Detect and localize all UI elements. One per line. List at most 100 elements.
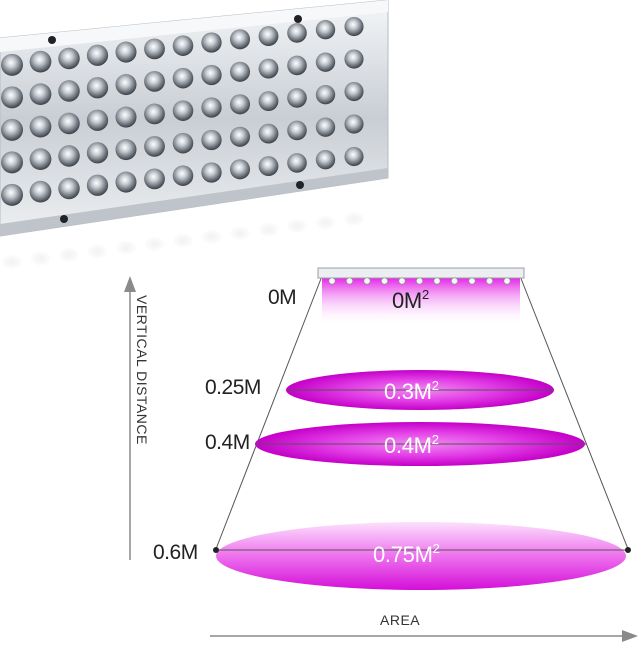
led-fixture-icon <box>317 267 525 285</box>
fixture-led <box>503 277 511 285</box>
led-dot <box>258 156 279 177</box>
led-dot <box>86 44 109 66</box>
led-dot <box>58 177 80 200</box>
led-dot <box>86 142 109 164</box>
led-dot <box>287 55 307 76</box>
led-reflection <box>201 229 222 244</box>
led-dot <box>344 16 364 37</box>
led-dot <box>144 103 165 125</box>
led-dot <box>58 145 80 167</box>
fixture-led <box>328 277 336 285</box>
led-dot <box>86 174 109 196</box>
led-dot <box>315 52 336 72</box>
led-reflection <box>116 240 136 255</box>
led-dot <box>287 23 307 43</box>
led-dot <box>287 88 307 108</box>
led-reflection <box>287 219 307 233</box>
distance-label-0: 0M <box>268 286 297 309</box>
y-axis-title: VERTICAL DISTANCE <box>134 295 150 445</box>
led-dot <box>344 81 364 102</box>
led-reflection <box>173 233 193 248</box>
led-dot <box>115 171 137 193</box>
led-dot <box>86 77 109 99</box>
led-dot <box>86 109 109 131</box>
led-dot <box>58 80 80 102</box>
led-dot <box>315 117 336 137</box>
led-dot <box>344 114 364 134</box>
fixture-led <box>485 277 493 285</box>
x-axis-title: AREA <box>380 612 421 628</box>
led-dot <box>115 74 137 96</box>
led-dot <box>258 123 279 144</box>
fixture-led <box>398 277 406 285</box>
led-dot <box>115 139 137 161</box>
fixture-led <box>468 277 476 285</box>
led-reflection <box>344 211 364 226</box>
led-dot <box>58 112 80 135</box>
led-dot <box>344 49 364 69</box>
led-dot <box>229 29 251 50</box>
led-dot <box>229 94 251 115</box>
led-dot <box>58 47 80 70</box>
coverage-ellipses <box>213 370 631 590</box>
led-dot <box>172 35 194 56</box>
led-dot <box>1 151 23 174</box>
led-dot <box>201 64 222 86</box>
light-cone <box>215 275 629 550</box>
led-dot <box>1 86 23 109</box>
led-dot <box>1 53 23 76</box>
led-dot <box>201 162 222 183</box>
vertical-axis <box>124 276 136 560</box>
led-reflection <box>230 226 250 241</box>
fixture-led <box>433 277 441 285</box>
led-reflection <box>87 244 108 259</box>
led-dot <box>172 67 194 89</box>
led-dot <box>287 120 307 141</box>
led-dot <box>315 150 336 170</box>
fixture-led <box>363 277 371 285</box>
led-dot <box>144 135 165 157</box>
led-reflection <box>30 251 51 266</box>
fixture-led <box>380 277 388 285</box>
distance-label-1: 0.25M <box>205 376 261 399</box>
led-dot <box>229 126 251 147</box>
led-dot <box>201 32 222 53</box>
led-dot <box>1 118 23 141</box>
horizontal-axis <box>210 630 638 642</box>
area-label-3: 0.75M2 <box>373 541 440 567</box>
led-dot <box>29 180 52 203</box>
led-dot <box>29 50 52 73</box>
fixture-led <box>415 277 423 285</box>
led-dot <box>172 165 194 186</box>
coverage-ellipse-0.6 <box>216 522 626 590</box>
led-dot <box>115 41 137 63</box>
led-dot <box>144 38 165 60</box>
led-dot <box>172 100 194 121</box>
led-dot <box>144 70 165 92</box>
led-reflection <box>59 247 79 262</box>
led-dot <box>115 106 137 128</box>
led-dot <box>29 115 52 138</box>
distance-label-2: 0.4M <box>205 431 250 454</box>
led-dot <box>258 26 279 47</box>
led-dot <box>344 146 364 167</box>
area-label-2: 0.4M2 <box>384 432 439 458</box>
led-dot <box>229 61 251 82</box>
led-dot <box>258 58 279 79</box>
led-reflection <box>315 215 336 230</box>
led-dot <box>29 83 52 106</box>
led-dot <box>29 148 52 171</box>
led-dot <box>315 85 336 105</box>
led-panel-icon <box>0 0 389 269</box>
led-dot <box>315 20 336 40</box>
led-reflection <box>144 237 165 251</box>
led-dot <box>287 153 307 173</box>
fixture-led <box>450 277 458 285</box>
area-label-0: 0M2 <box>392 287 429 313</box>
led-dot <box>172 132 194 154</box>
led-reflection <box>2 255 22 269</box>
led-reflection <box>258 222 279 237</box>
led-dot <box>258 91 279 112</box>
led-dot <box>144 168 165 190</box>
